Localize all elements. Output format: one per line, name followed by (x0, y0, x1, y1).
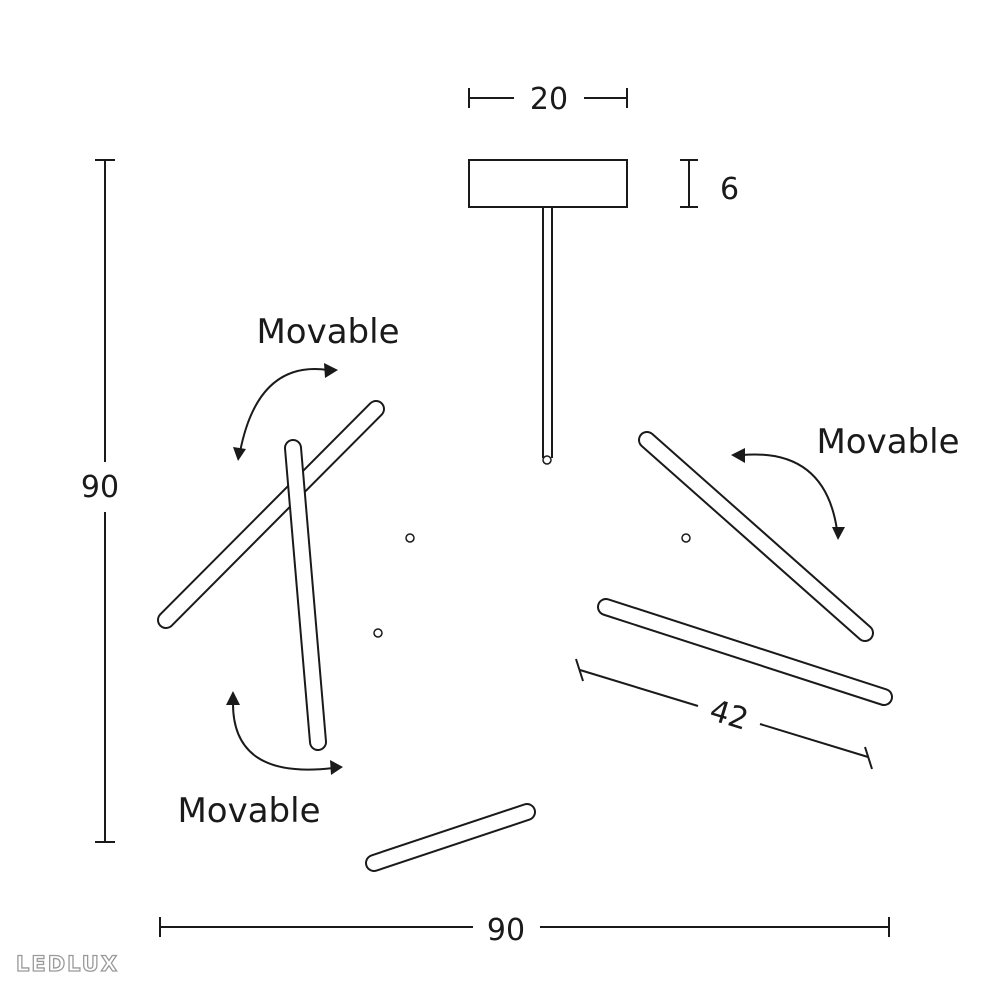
rod-length-value: 42 (705, 693, 752, 738)
total-width-value: 90 (487, 913, 525, 948)
dim-canopy-width: 20 (468, 82, 628, 117)
canopy (468, 159, 628, 208)
movable-arrow-bottom-left (226, 691, 343, 775)
dim-total-width: 90 (159, 913, 890, 948)
lamp-frame (292, 207, 753, 828)
movable-label-right: Movable (816, 422, 959, 462)
movable-arrow-right (731, 448, 845, 540)
movable-label-bottom-left: Movable (177, 791, 320, 831)
movable-arrow-top-left (233, 363, 338, 461)
movable-label-top-left: Movable (256, 312, 399, 352)
light-rods (157, 400, 893, 872)
dim-total-height: 90 (81, 159, 119, 843)
canopy-height-value: 6 (720, 172, 739, 207)
ledlux-logo: LEDLUX (16, 952, 119, 976)
total-height-value: 90 (81, 470, 119, 505)
dim-canopy-height: 6 (680, 159, 739, 208)
canopy-width-value: 20 (530, 82, 568, 117)
